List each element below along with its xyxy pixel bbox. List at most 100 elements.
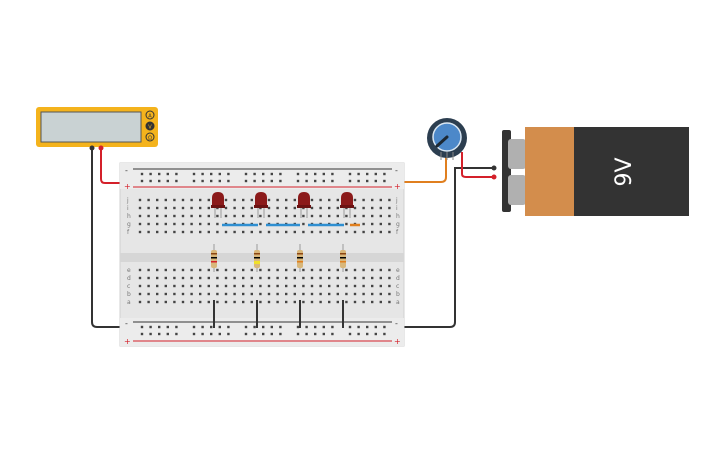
breadboard-hole[interactable] — [147, 198, 150, 202]
breadboard-hole[interactable] — [149, 325, 152, 329]
wire-black-battery[interactable] — [390, 167, 494, 328]
breadboard-hole[interactable] — [224, 198, 228, 202]
breadboard-hole[interactable] — [199, 222, 202, 226]
breadboard-hole[interactable] — [210, 172, 213, 176]
breadboard-hole[interactable] — [242, 230, 245, 234]
breadboard-hole[interactable] — [302, 214, 305, 218]
breadboard-hole[interactable] — [210, 332, 213, 336]
breadboard-hole[interactable] — [328, 230, 331, 234]
breadboard-hole[interactable] — [233, 268, 236, 272]
breadboard-hole[interactable] — [253, 332, 256, 336]
breadboard-hole[interactable] — [285, 230, 288, 234]
breadboard-hole[interactable] — [336, 276, 339, 280]
breadboard-hole[interactable] — [147, 292, 150, 296]
breadboard-hole[interactable] — [345, 222, 348, 226]
breadboard-hole[interactable] — [175, 332, 178, 336]
led-1[interactable] — [211, 192, 225, 218]
breadboard-hole[interactable] — [224, 268, 228, 272]
breadboard-hole[interactable] — [224, 214, 228, 218]
breadboard-hole[interactable] — [379, 268, 382, 272]
breadboard-hole[interactable] — [233, 214, 236, 218]
breadboard-hole[interactable] — [302, 230, 305, 234]
breadboard-hole[interactable] — [276, 292, 279, 296]
breadboard-hole[interactable] — [270, 179, 273, 183]
led-2[interactable] — [254, 192, 268, 218]
breadboard-hole[interactable] — [149, 179, 152, 183]
breadboard-hole[interactable] — [279, 172, 282, 176]
breadboard-hole[interactable] — [305, 332, 308, 336]
breadboard-hole[interactable] — [270, 332, 273, 336]
breadboard-hole[interactable] — [388, 206, 391, 210]
breadboard-hole[interactable] — [250, 206, 253, 210]
breadboard-hole[interactable] — [190, 300, 193, 304]
breadboard-hole[interactable] — [353, 300, 357, 304]
breadboard-hole[interactable] — [190, 284, 193, 288]
breadboard-hole[interactable] — [322, 179, 325, 183]
breadboard-hole[interactable] — [293, 214, 296, 218]
resistor-3[interactable] — [297, 244, 303, 272]
breadboard-hole[interactable] — [305, 179, 308, 183]
breadboard-hole[interactable] — [267, 284, 271, 288]
breadboard-hole[interactable] — [250, 292, 253, 296]
breadboard-hole[interactable] — [242, 206, 245, 210]
breadboard-hole[interactable] — [285, 292, 288, 296]
breadboard-hole[interactable] — [158, 172, 161, 176]
breadboard-hole[interactable] — [140, 172, 144, 176]
breadboard-hole[interactable] — [173, 284, 176, 288]
breadboard-hole[interactable] — [362, 230, 365, 234]
breadboard-hole[interactable] — [310, 206, 314, 210]
breadboard-hole[interactable] — [199, 214, 202, 218]
breadboard-hole[interactable] — [216, 276, 219, 280]
breadboard-hole[interactable] — [156, 230, 159, 234]
breadboard-hole[interactable] — [296, 325, 300, 329]
breadboard-hole[interactable] — [259, 214, 262, 218]
breadboard-hole[interactable] — [319, 214, 322, 218]
breadboard-hole[interactable] — [250, 230, 253, 234]
breadboard-hole[interactable] — [379, 206, 382, 210]
breadboard-hole[interactable] — [192, 325, 196, 329]
breadboard-hole[interactable] — [138, 268, 142, 272]
breadboard-hole[interactable] — [267, 214, 271, 218]
breadboard-hole[interactable] — [250, 300, 253, 304]
multimeter[interactable]: A V Ω — [36, 107, 158, 151]
battery-wire-node-red[interactable] — [491, 174, 497, 180]
breadboard-hole[interactable] — [181, 230, 185, 234]
breadboard-hole[interactable] — [166, 172, 169, 176]
breadboard-hole[interactable] — [158, 325, 161, 329]
breadboard-hole[interactable] — [302, 276, 305, 280]
breadboard-hole[interactable] — [224, 230, 228, 234]
breadboard-hole[interactable] — [296, 179, 300, 183]
breadboard-hole[interactable] — [383, 179, 386, 183]
breadboard-hole[interactable] — [173, 206, 176, 210]
breadboard-hole[interactable] — [383, 332, 386, 336]
breadboard-hole[interactable] — [218, 172, 221, 176]
breadboard-hole[interactable] — [244, 172, 248, 176]
breadboard-hole[interactable] — [383, 172, 386, 176]
breadboard-hole[interactable] — [319, 292, 322, 296]
breadboard-hole[interactable] — [190, 222, 193, 226]
breadboard-hole[interactable] — [138, 292, 142, 296]
breadboard-hole[interactable] — [388, 300, 391, 304]
breadboard-hole[interactable] — [149, 172, 152, 176]
breadboard-hole[interactable] — [285, 284, 288, 288]
breadboard-hole[interactable] — [262, 325, 265, 329]
breadboard-hole[interactable] — [156, 214, 159, 218]
breadboard-hole[interactable] — [293, 198, 296, 202]
wire-red-battery[interactable] — [461, 152, 494, 178]
breadboard-hole[interactable] — [371, 206, 374, 210]
breadboard-hole[interactable] — [353, 284, 357, 288]
breadboard-hole[interactable] — [374, 325, 377, 329]
breadboard-hole[interactable] — [302, 292, 305, 296]
breadboard-hole[interactable] — [357, 325, 360, 329]
breadboard-hole[interactable] — [276, 284, 279, 288]
probe-terminal-black[interactable] — [89, 145, 95, 151]
breadboard-hole[interactable] — [207, 214, 210, 218]
breadboard-hole[interactable] — [201, 332, 204, 336]
breadboard-hole[interactable] — [331, 179, 334, 183]
breadboard-hole[interactable] — [233, 230, 236, 234]
breadboard-hole[interactable] — [285, 198, 288, 202]
breadboard-hole[interactable] — [336, 206, 339, 210]
breadboard-hole[interactable] — [319, 268, 322, 272]
breadboard-hole[interactable] — [276, 198, 279, 202]
